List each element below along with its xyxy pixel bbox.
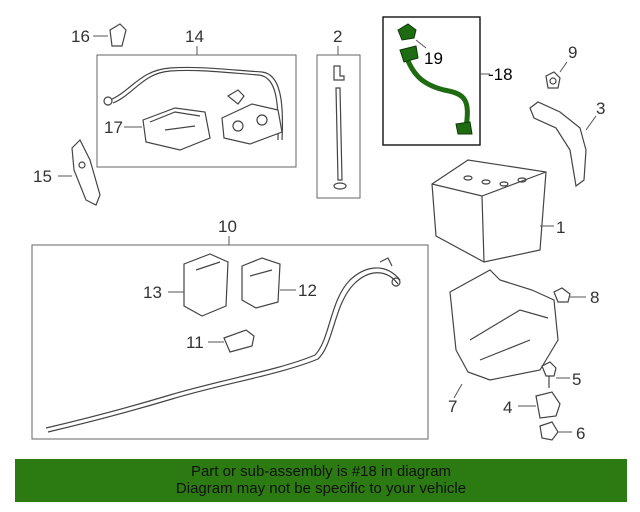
callout-12: 12 — [298, 281, 317, 300]
callout-18: -18 — [488, 65, 513, 84]
callout-9: 9 — [568, 43, 577, 62]
highlighted-cable-18 — [403, 55, 470, 129]
callout-10: 10 — [218, 217, 237, 236]
part-1-battery: 1 — [431, 159, 565, 263]
callout-15: 15 — [33, 167, 52, 186]
part-19 — [397, 23, 417, 41]
banner-line-1: Part or sub-assembly is #18 in diagram — [190, 463, 452, 480]
callout-4: 4 — [503, 398, 512, 417]
callout-13: 13 — [143, 283, 162, 302]
part-4: 4 — [503, 391, 561, 419]
callout-5: 5 — [572, 370, 581, 389]
banner-line-2: Diagram may not be specific to your vehi… — [175, 480, 467, 497]
part-16: 16 — [71, 23, 127, 47]
group-10-box: 10 13 12 11 — [31, 217, 429, 440]
callout-3: 3 — [596, 99, 605, 118]
callout-19: 19 — [424, 49, 443, 68]
callout-8: 8 — [590, 288, 599, 307]
part-6: 6 — [539, 421, 585, 443]
group-18-box: -18 19 — [382, 16, 513, 146]
callout-17: 17 — [104, 118, 123, 137]
callout-14: 14 — [185, 27, 204, 46]
info-banner: Part or sub-assembly is #18 in diagram D… — [15, 459, 627, 502]
part-3: 3 — [529, 99, 605, 188]
part-15: 15 — [33, 138, 101, 206]
callout-2: 2 — [333, 27, 342, 46]
part-9: 9 — [545, 43, 577, 89]
part-7-tray: 7 — [448, 269, 559, 416]
callout-11: 11 — [186, 333, 204, 352]
part-5: 5 — [541, 361, 581, 389]
part-8: 8 — [553, 287, 599, 307]
group-14-box: 14 17 — [96, 27, 297, 168]
callout-16: 16 — [71, 27, 90, 46]
callout-6: 6 — [576, 424, 585, 443]
callout-1: 1 — [556, 218, 565, 237]
group-2-box: 2 — [316, 27, 361, 199]
callout-7: 7 — [448, 397, 457, 416]
